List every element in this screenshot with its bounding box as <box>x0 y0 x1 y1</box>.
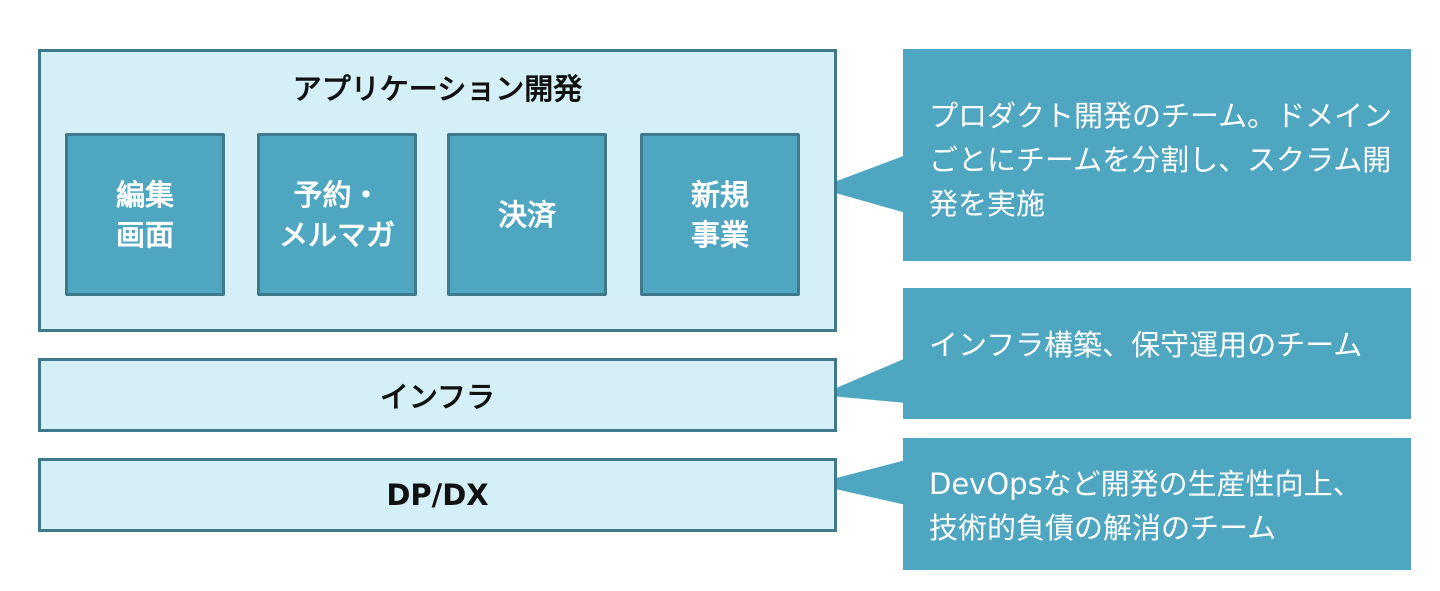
team-box-editor: 編集 画面 <box>65 133 225 296</box>
callout-infra: インフラ構築、保守運用のチーム <box>903 288 1411 419</box>
callout-infra-text: インフラ構築、保守運用のチーム <box>929 328 1363 362</box>
application-layer-title: アプリケーション開発 <box>292 72 583 106</box>
callout-dpdx-text: DevOpsなど開発の生産性向上、 技術的負債の解消のチーム <box>929 467 1362 545</box>
team-label: 編集 画面 <box>115 177 174 252</box>
callout-pointer-application <box>818 155 906 213</box>
dpdx-layer-title: DP/DX <box>386 478 489 512</box>
team-box-reservation: 予約・ メルマガ <box>257 133 417 296</box>
callout-pointer-infra <box>820 358 906 403</box>
infra-layer-box: インフラ <box>38 358 837 432</box>
infra-layer-title: インフラ <box>379 380 496 414</box>
callout-pointer-dpdx <box>813 460 906 505</box>
team-label: 予約・ メルマガ <box>278 177 395 252</box>
team-label: 新規 事業 <box>690 177 749 252</box>
team-box-payment: 決済 <box>447 133 607 296</box>
dpdx-layer-box: DP/DX <box>38 458 837 532</box>
team-box-new-business: 新規 事業 <box>640 133 800 296</box>
callout-application-text: プロダクト開発のチーム。ドメイン ごとにチームを分割し、スクラム開 発を実施 <box>929 99 1393 221</box>
callout-application: プロダクト開発のチーム。ドメイン ごとにチームを分割し、スクラム開 発を実施 <box>903 49 1411 261</box>
team-label: 決済 <box>497 197 556 232</box>
callout-dpdx: DevOpsなど開発の生産性向上、 技術的負債の解消のチーム <box>903 438 1411 570</box>
